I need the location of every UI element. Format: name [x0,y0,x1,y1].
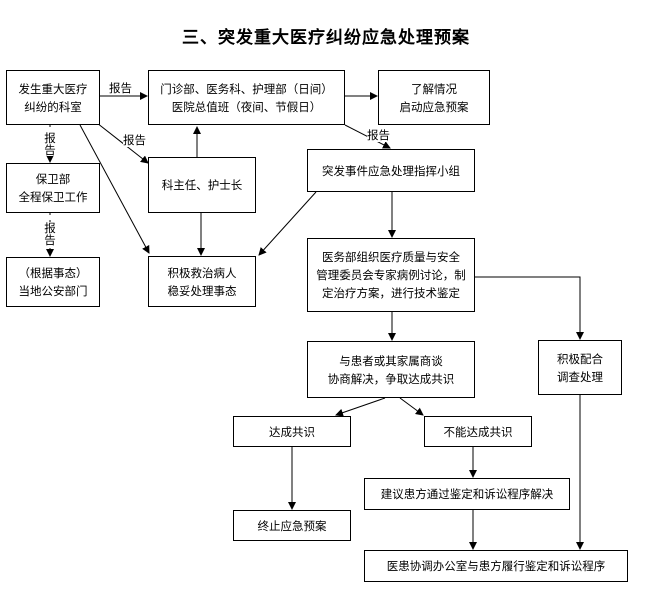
arrow-command-to-rescue [258,191,317,256]
label-report-right: 报告 [367,128,390,142]
node-final: 医患协调办公室与患方履行鉴定和诉讼程序 [364,550,628,582]
node-command: 突发事件应急处理指挥小组 [307,149,475,192]
node-cooperate: 积极配合 调查处理 [538,340,622,395]
node-suggest: 建议患方通过鉴定和诉讼程序解决 [364,478,570,510]
label-report-mid: 报告 [123,133,146,147]
node-police: （根据事态） 当地公安部门 [6,257,100,307]
label-report-top: 报告 [109,81,132,95]
node-office: 门诊部、医务科、护理部（日间） 医院总值班（夜间、节假日） [148,70,345,125]
node-terminate: 终止应急预案 [233,510,351,541]
arrow-dept-to-director [96,122,149,164]
node-understand: 了解情况 启动应急预案 [378,70,490,125]
node-negotiate: 与患者或其家属商谈 协商解决，争取达成共识 [307,341,475,398]
node-medical: 医务部组织医疗质量与安全 管理委员会专家病例讨论，制 定治疗方案，进行技术鉴定 [307,238,475,312]
node-noconsensus: 不能达成共识 [424,416,532,447]
node-security: 保卫部 全程保卫工作 [6,163,100,213]
node-consensus: 达成共识 [233,416,351,447]
arrow-dept-to-rescue [79,124,150,254]
arrow-negotiate-to-consensus [335,397,386,417]
label-report-v1: 报告 [44,131,56,157]
arrow-negotiate-to-noconsensus [399,397,424,416]
node-rescue: 积极救治病人 稳妥处理事态 [148,256,256,307]
node-director: 科主任、护士长 [148,157,256,213]
arrow-medical-to-cooperate [475,276,584,340]
page-title: 三、突发重大医疗纠纷应急处理预案 [182,28,470,48]
node-dept: 发生重大医疗 纠纷的科室 [6,70,100,125]
label-report-v2: 报告 [44,221,56,247]
